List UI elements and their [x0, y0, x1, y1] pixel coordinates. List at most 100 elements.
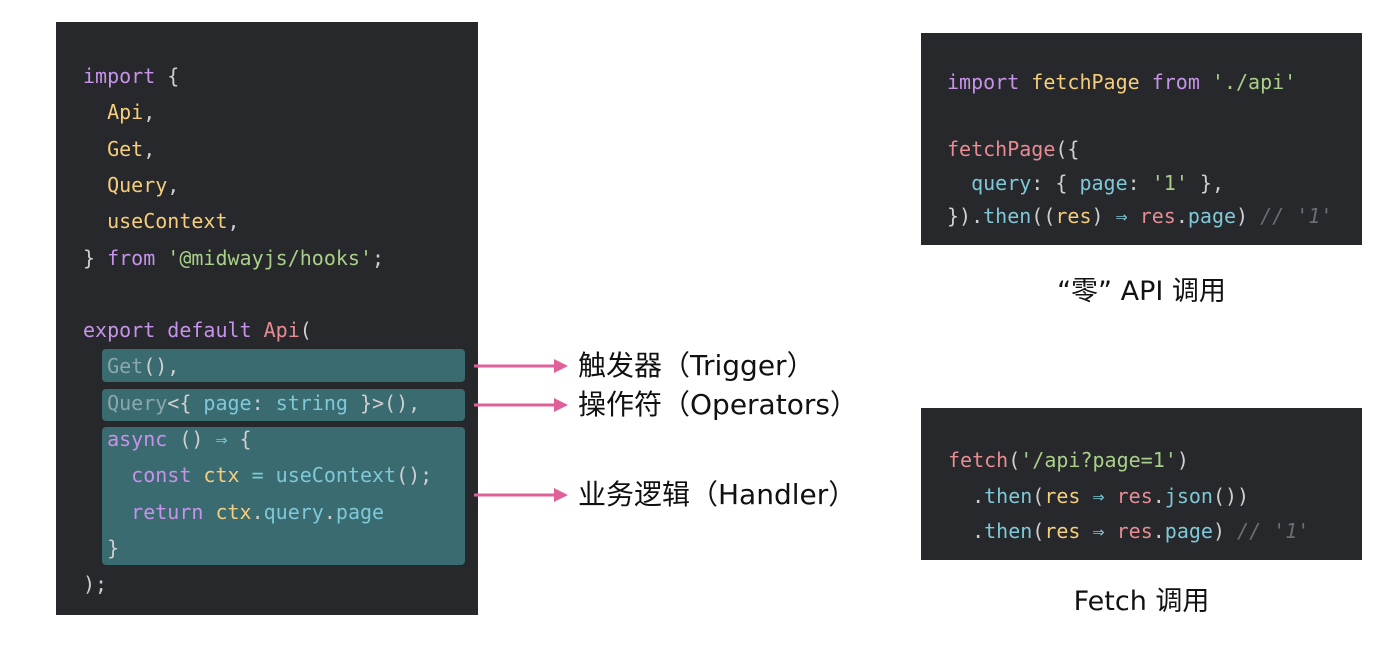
- code-token: ;: [372, 245, 385, 270]
- code-line: fetch('/api?page=1'): [948, 446, 1189, 474]
- code-token: :: [251, 390, 276, 415]
- code-token: // '1': [1237, 519, 1310, 543]
- code-token: .: [1152, 519, 1165, 543]
- code-token: [191, 463, 203, 487]
- code-token: {: [155, 64, 180, 88]
- code-token: import: [947, 70, 1020, 94]
- code-line: fetchPage({: [947, 135, 1079, 163]
- code-token: useContext: [275, 463, 397, 488]
- code-token: from: [1151, 70, 1200, 94]
- code-token: page: [1079, 170, 1128, 195]
- code-token: },: [1187, 170, 1224, 195]
- code-token: res: [1139, 204, 1176, 228]
- code-token: page: [1187, 204, 1237, 228]
- fetch-code-panel: fetch('/api?page=1') .then(res ⇒ res.jso…: [921, 408, 1362, 560]
- code-token: [155, 318, 167, 342]
- code-token: (: [299, 318, 312, 343]
- code-token: (: [1032, 519, 1045, 543]
- code-token: return: [83, 499, 204, 524]
- code-token: page: [1164, 519, 1213, 543]
- code-token: [203, 500, 215, 524]
- trigger-highlight: [102, 349, 465, 382]
- code-token: : {: [1031, 170, 1080, 195]
- code-token: [1080, 519, 1092, 543]
- code-token: Query: [83, 390, 168, 415]
- code-token: res: [1055, 204, 1092, 228]
- code-token: Api: [263, 318, 300, 343]
- code-token: [252, 318, 264, 342]
- operators-label: 操作符（Operators）: [578, 388, 858, 421]
- code-token: Api: [83, 100, 144, 125]
- code-token: ⇒: [1115, 204, 1128, 228]
- code-token: ): [1236, 204, 1261, 228]
- code-token: [1105, 519, 1117, 543]
- code-line: } from '@midwayjs/hooks';: [83, 244, 384, 272]
- code-line: import {: [83, 62, 179, 90]
- code-token: default: [167, 318, 252, 343]
- fetch-caption: Fetch 调用: [1073, 586, 1210, 617]
- code-token: Get: [83, 136, 144, 161]
- code-token: '1': [1151, 170, 1188, 195]
- code-token: res: [1044, 483, 1081, 508]
- code-token: [1128, 204, 1140, 228]
- trigger-label: 触发器（Trigger）: [578, 349, 815, 382]
- code-token: ();: [396, 463, 433, 488]
- code-token: const: [83, 463, 192, 488]
- code-token: }).: [947, 204, 984, 228]
- code-line: );: [83, 570, 107, 598]
- code-token: ⇒: [1092, 519, 1105, 543]
- code-token: from: [107, 245, 156, 270]
- code-token: '@midwayjs/hooks': [155, 245, 373, 270]
- hooks-code-panel: import { Api, Get, Query, useContext,} f…: [56, 22, 478, 615]
- code-token: (): [167, 427, 216, 451]
- code-line: Query,: [83, 171, 179, 199]
- code-line: Api,: [83, 98, 155, 126]
- code-line: Get(),: [83, 352, 179, 380]
- code-token: Get: [83, 354, 144, 379]
- code-token: ,: [227, 209, 240, 234]
- code-token: [1105, 484, 1117, 508]
- zero-api-caption: “零” API 调用: [1057, 276, 1226, 307]
- hooks-code-block: import { Api, Get, Query, useContext,} f…: [56, 22, 478, 615]
- code-line: Query<{ page: string }>(),: [83, 389, 420, 417]
- code-token: .: [323, 499, 336, 524]
- code-token: Query: [83, 172, 168, 197]
- code-token: res: [1116, 519, 1153, 543]
- code-token: then: [983, 204, 1032, 228]
- code-token: fetch: [948, 448, 1009, 472]
- code-token: .: [948, 483, 985, 508]
- code-line: export default Api(: [83, 316, 312, 344]
- code-line: async () ⇒ {: [83, 425, 252, 453]
- code-token: ,: [143, 136, 156, 161]
- code-token: res: [1044, 519, 1081, 543]
- code-token: fetchPage: [947, 137, 1056, 161]
- code-line: }).then((res) ⇒ res.page) // '1': [947, 202, 1332, 230]
- code-token: res: [1116, 483, 1153, 508]
- code-token: );: [83, 572, 108, 597]
- code-token: // '1': [1260, 204, 1333, 228]
- code-line: Get,: [83, 135, 155, 163]
- code-token: './api': [1199, 70, 1297, 94]
- handler-arrow: [474, 488, 568, 502]
- code-line: query: { page: '1' },: [947, 169, 1224, 197]
- code-token: import: [83, 64, 156, 88]
- code-token: [1140, 70, 1152, 94]
- code-token: (),: [143, 354, 180, 379]
- code-token: ): [1091, 204, 1116, 228]
- operators-arrow: [474, 398, 568, 412]
- code-token: page: [335, 499, 385, 524]
- code-line: useContext,: [83, 207, 240, 235]
- code-token: =: [239, 463, 276, 488]
- fetch-code-block: fetch('/api?page=1') .then(res ⇒ res.jso…: [921, 408, 1362, 560]
- zero-api-code-panel: import fetchPage from './api' fetchPage({…: [921, 33, 1362, 245]
- code-token: ,: [143, 100, 156, 125]
- code-token: then: [984, 483, 1033, 508]
- code-token: '/api?page=1': [1020, 448, 1177, 472]
- zero-api-code-block: import fetchPage from './api' fetchPage({…: [921, 33, 1362, 245]
- code-token: <{: [167, 390, 204, 415]
- handler-label: 业务逻辑（Handler）: [578, 478, 857, 511]
- code-line: }: [83, 534, 119, 562]
- code-token: ⇒: [1092, 483, 1105, 508]
- code-token: .: [1152, 483, 1165, 508]
- code-token: {: [227, 427, 252, 451]
